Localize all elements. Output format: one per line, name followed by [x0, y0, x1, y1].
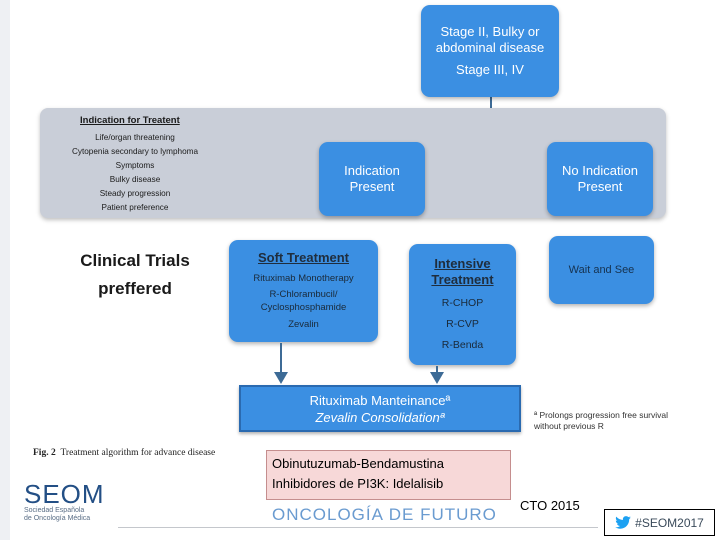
seom-subtitle-line: de Oncología Médica [24, 515, 91, 522]
indication-title: Indication for Treatent [80, 115, 180, 126]
arrow-shaft-soft [280, 343, 282, 376]
hashtag-box: #SEOM2017 [604, 509, 715, 536]
footnote: ª Prolongs progression free survival wit… [534, 410, 684, 432]
stage-line: Stage III, IV [456, 62, 524, 77]
arrow-head-icon [430, 372, 444, 384]
note-line: Obinutuzumab-Bendamustina [272, 456, 444, 471]
wait-and-see-box: Wait and See [549, 236, 654, 304]
indication-item: Bulky disease [109, 175, 161, 184]
footnote-line: without previous R [534, 421, 604, 431]
stage-box: Stage II, Bulky or abdominal disease Sta… [421, 5, 559, 97]
soft-treatment-item: R-Chlorambucil/ [269, 289, 338, 300]
seom-logo-subtitle: Sociedad Española de Oncología Médica [24, 507, 134, 523]
figure-number: Fig. 2 [33, 448, 56, 458]
footer-divider [118, 527, 598, 528]
soft-treatment-item: Cyclosphosphamide [260, 302, 347, 313]
hashtag-label: #SEOM2017 [635, 515, 704, 530]
figure-caption-text: Treatment algorithm for advance disease [60, 448, 216, 458]
cto-label: CTO 2015 [520, 498, 580, 513]
wait-and-see-label: Wait and See [568, 263, 635, 276]
indication-item: Life/organ threatening [95, 133, 175, 142]
left-margin-strip [0, 0, 10, 540]
stage-line: abdominal disease [435, 40, 545, 55]
stage-line: Stage II, Bulky or [440, 24, 540, 39]
intensive-treatment-title: Intensive [434, 256, 491, 271]
soft-treatment-item: Rituximab Monotherapy [253, 273, 354, 284]
indication-item: Symptoms [115, 161, 155, 170]
seom-subtitle-line: Sociedad Española [24, 507, 85, 514]
indication-list: Life/organ threatening Cytopenia seconda… [55, 131, 215, 215]
note-box: Obinutuzumab-Bendamustina Inhibidores de… [266, 450, 511, 500]
intensive-treatment-item: R-CVP [446, 318, 479, 330]
note-line: Inhibidores de PI3K: Idelalisib [272, 476, 444, 491]
twitter-bird-icon [615, 516, 631, 529]
clinical-trials-label: Clinical Trials preffered [70, 247, 200, 303]
maintenance-line: Zevalin Consolidationª [315, 410, 445, 425]
no-indication-line: Present [577, 179, 623, 194]
soft-treatment-item: Zevalin [288, 319, 319, 330]
clinical-trials-line: Clinical Trials [80, 251, 190, 270]
indication-item: Cytopenia secondary to lymphoma [71, 147, 199, 156]
indication-present-box: Indication Present [319, 142, 425, 216]
arrow-shaft-intensive [436, 366, 438, 376]
indication-item: Steady progression [99, 189, 171, 198]
footer-tagline: ONCOLOGÍA DE FUTURO [272, 505, 497, 524]
figure-caption: Fig. 2 Treatment algorithm for advance d… [33, 448, 215, 458]
intensive-treatment-box: Intensive Treatment R-CHOP R-CVP R-Benda [409, 244, 516, 365]
arrow-head-icon [274, 372, 288, 384]
soft-treatment-box: Soft Treatment Rituximab Monotherapy R-C… [229, 240, 378, 342]
no-indication-line: No Indication [562, 163, 638, 178]
no-indication-box: No Indication Present [547, 142, 653, 216]
intensive-treatment-item: R-CHOP [441, 297, 484, 309]
indication-present-line: Indication [344, 163, 400, 178]
intensive-treatment-title: Treatment [431, 272, 494, 287]
footnote-line: ª Prolongs progression free survival [534, 410, 669, 420]
indication-present-line: Present [349, 179, 395, 194]
maintenance-box: Rituximab Manteinanceª Zevalin Consolida… [239, 385, 521, 432]
intensive-treatment-item: R-Benda [441, 339, 484, 351]
connector-stage-down [490, 96, 492, 119]
soft-treatment-title: Soft Treatment [257, 250, 349, 265]
clinical-trials-line: preffered [98, 279, 172, 298]
maintenance-line: Rituximab Manteinanceª [309, 393, 451, 408]
seom-logo: SEOM [24, 479, 105, 509]
indication-item: Patient preference [101, 203, 169, 212]
